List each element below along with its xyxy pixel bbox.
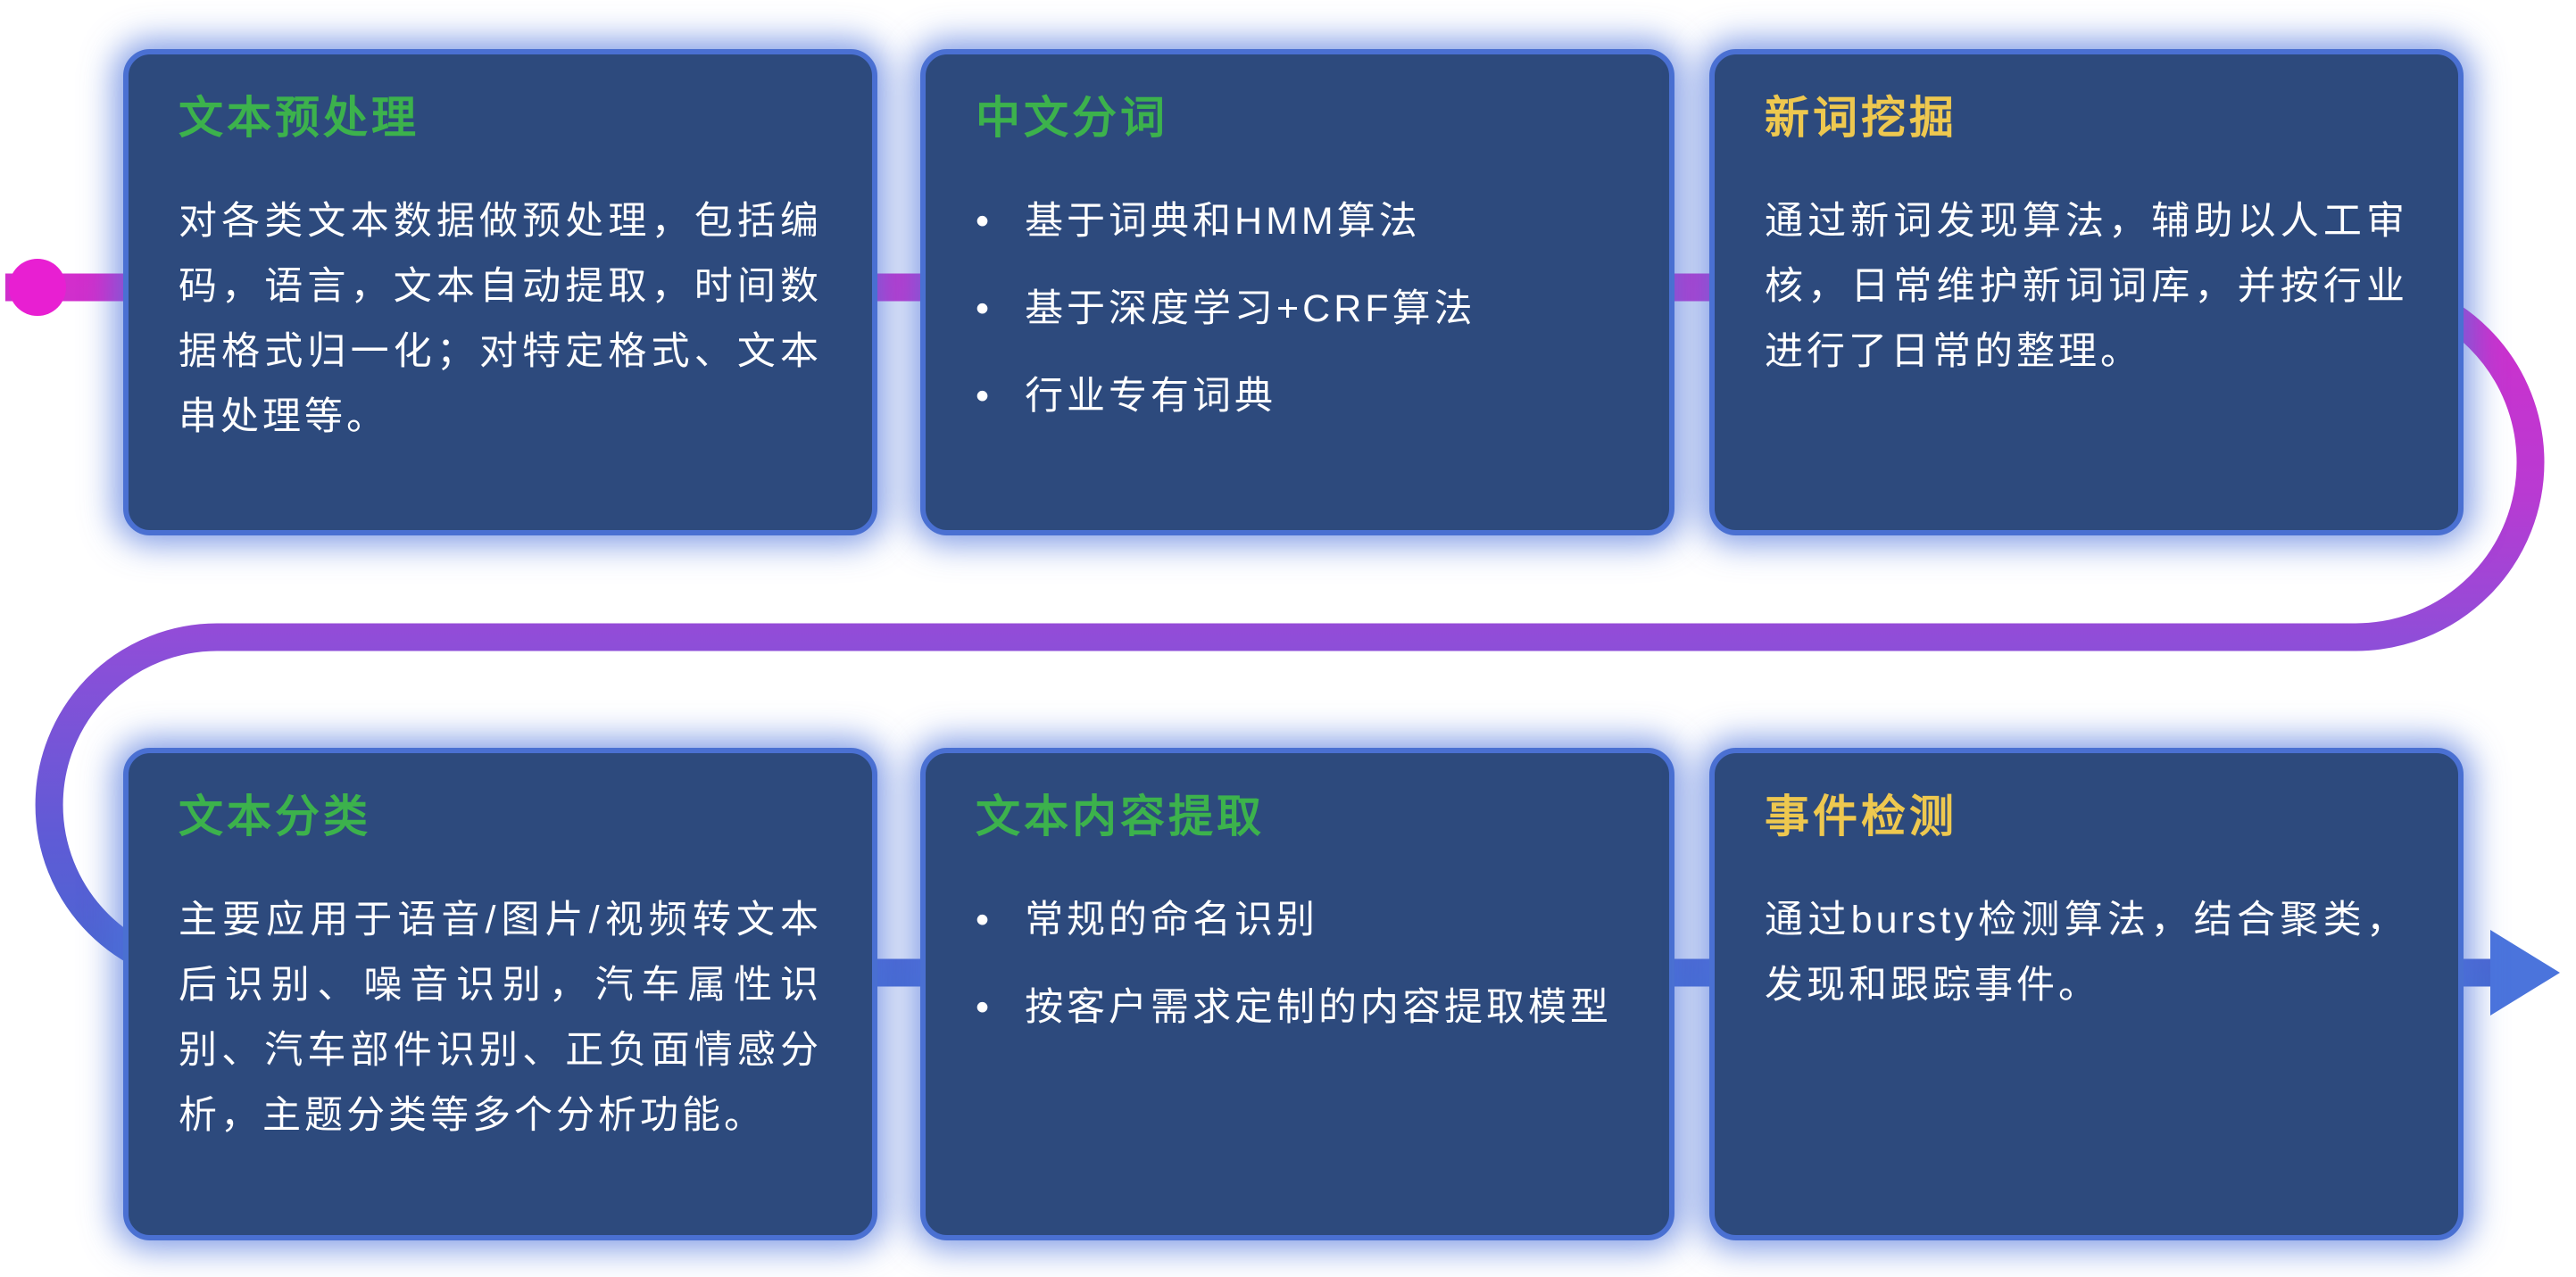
card-title: 中文分词: [976, 93, 1168, 143]
card-title: 新词挖掘: [1765, 93, 1957, 143]
flow-connector-line: [5, 273, 2545, 987]
card-text-classification: 文本分类 主要应用于语音/图片/视频转文本后识别、噪音识别，汽车属性识别、汽车部…: [123, 748, 877, 1240]
flow-arrow-icon: [2490, 930, 2560, 1016]
card-body: 通过bursty检测算法，结合聚类，发现和跟踪事件。: [1765, 899, 2408, 1007]
bullet-item: 按客户需求定制的内容提取模型: [976, 975, 1619, 1041]
card-event-detection: 事件检测 通过bursty检测算法，结合聚类，发现和跟踪事件。: [1709, 748, 2464, 1240]
bullet-item: 基于深度学习+CRF算法: [976, 277, 1619, 342]
card-new-word-mining: 新词挖掘 通过新词发现算法，辅助以人工审核，日常维护新词词库，并按行业进行了日常…: [1709, 49, 2464, 535]
card-body: 主要应用于语音/图片/视频转文本后识别、噪音识别，汽车属性识别、汽车部件识别、正…: [179, 899, 822, 1137]
card-body: 通过新词发现算法，辅助以人工审核，日常维护新词词库，并按行业进行了日常的整理。: [1765, 200, 2408, 373]
bullet-item: 行业专有词典: [976, 364, 1619, 429]
card-bullet-list: 常规的命名识别 按客户需求定制的内容提取模型: [976, 888, 1619, 1041]
card-title: 文本分类: [179, 792, 371, 842]
card-chinese-word-segmentation: 中文分词 基于词典和HMM算法 基于深度学习+CRF算法 行业专有词典: [920, 49, 1674, 535]
card-title: 事件检测: [1765, 792, 1957, 842]
bullet-item: 常规的命名识别: [976, 888, 1619, 953]
card-body: 对各类文本数据做预处理，包括编码，语言，文本自动提取，时间数据格式归一化；对特定…: [179, 200, 822, 438]
card-text-preprocessing: 文本预处理 对各类文本数据做预处理，包括编码，语言，文本自动提取，时间数据格式归…: [123, 49, 877, 535]
card-title: 文本内容提取: [976, 792, 1265, 842]
card-text-content-extraction: 文本内容提取 常规的命名识别 按客户需求定制的内容提取模型: [920, 748, 1674, 1240]
flow-start-dot-icon: [9, 259, 66, 316]
card-title: 文本预处理: [179, 93, 420, 143]
card-bullet-list: 基于词典和HMM算法 基于深度学习+CRF算法 行业专有词典: [976, 189, 1619, 429]
bullet-item: 基于词典和HMM算法: [976, 189, 1619, 254]
